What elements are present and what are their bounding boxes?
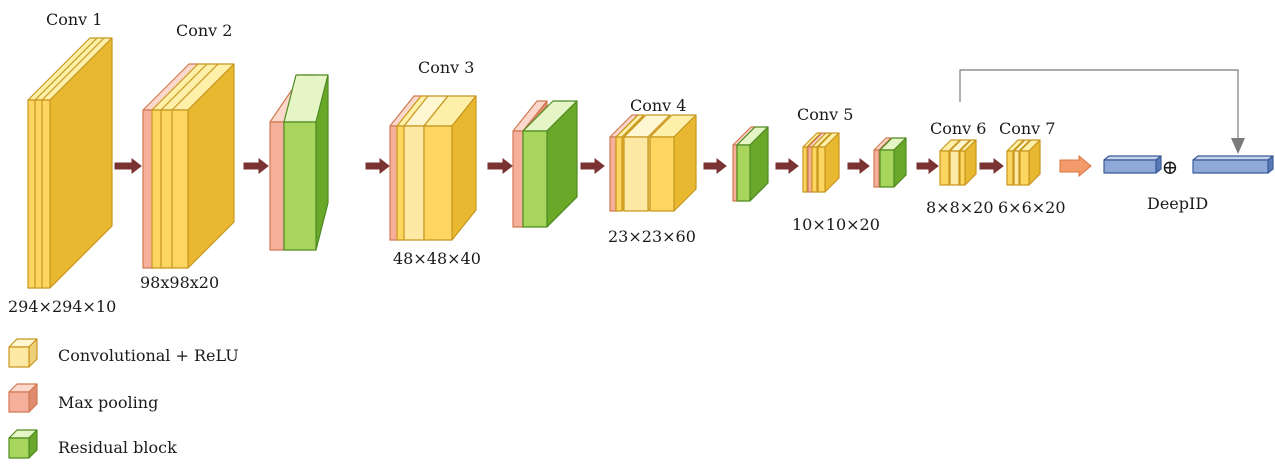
layer-sheet-24 xyxy=(817,132,840,193)
layer-sheet-8 xyxy=(283,74,329,251)
conv6-label: Conv 6 xyxy=(930,119,986,138)
flow-arrow-8 xyxy=(916,157,939,175)
flow-arrow-6 xyxy=(775,157,799,175)
legend: Convolutional + ReLU Max pooling Residua… xyxy=(8,338,239,459)
flow-arrow-9 xyxy=(979,157,1004,175)
legend-cube-face-0 xyxy=(8,338,38,368)
layer-sheet-12 xyxy=(423,95,477,241)
conv5-label: Conv 5 xyxy=(797,105,853,124)
layer-sheet-6 xyxy=(171,63,235,269)
layer-sheet-32 xyxy=(1019,139,1041,186)
conv4-label: Conv 4 xyxy=(630,96,686,115)
dim-6-label: 6×6×20 xyxy=(998,198,1066,217)
dim-48-label: 48×48×40 xyxy=(393,249,481,268)
layer-sheet-14 xyxy=(522,100,578,228)
skip-connection-arrowhead xyxy=(1231,138,1245,154)
legend-cube-face-1 xyxy=(8,383,38,413)
legend-label-max-pooling: Max pooling xyxy=(58,393,158,412)
flow-arrow-4 xyxy=(580,157,605,175)
flow-arrow-3 xyxy=(487,157,513,175)
dim-294-label: 294×294×10 xyxy=(8,297,116,316)
flow-arrow-5 xyxy=(703,157,727,175)
flow-arrow-1 xyxy=(243,157,269,175)
dim-98-label: 98x98x20 xyxy=(140,273,219,292)
layer-sheet-20 xyxy=(736,126,769,202)
legend-label-conv-relu: Convolutional + ReLU xyxy=(58,346,239,365)
flow-arrow-2 xyxy=(365,157,390,175)
legend-cube-face-2 xyxy=(8,429,38,459)
dim-8-label: 8×8×20 xyxy=(926,198,994,217)
skip-connection-line xyxy=(959,69,1239,140)
concat-operator: ⊕ xyxy=(1162,155,1179,179)
layer-sheet-33 xyxy=(1103,155,1162,174)
flow-arrow-0 xyxy=(114,157,142,175)
layer-blocks xyxy=(27,37,1274,289)
layer-sheet-26 xyxy=(879,137,907,188)
legend-label-residual-block: Residual block xyxy=(58,438,177,457)
layer-sheet-2 xyxy=(41,37,113,289)
layer-sheet-29 xyxy=(959,139,977,186)
dim-10-label: 10×10×20 xyxy=(792,215,880,234)
cube-salmon-icon xyxy=(8,383,38,413)
final-arrow xyxy=(1059,154,1092,178)
layer-sheet-34 xyxy=(1192,155,1274,174)
cube-green-icon xyxy=(8,429,38,459)
conv7-label: Conv 7 xyxy=(999,119,1055,138)
layer-sheet-18 xyxy=(649,114,697,212)
flow-arrow-7 xyxy=(847,157,870,175)
dim-23-label: 23×23×60 xyxy=(608,227,696,246)
conv3-label: Conv 3 xyxy=(418,58,474,77)
cube-yellow-icon xyxy=(8,338,38,368)
conv2-label: Conv 2 xyxy=(176,21,232,40)
conv1-label: Conv 1 xyxy=(46,10,102,29)
deepid-label: DeepID xyxy=(1147,194,1208,213)
flow-arrows xyxy=(114,154,1092,178)
